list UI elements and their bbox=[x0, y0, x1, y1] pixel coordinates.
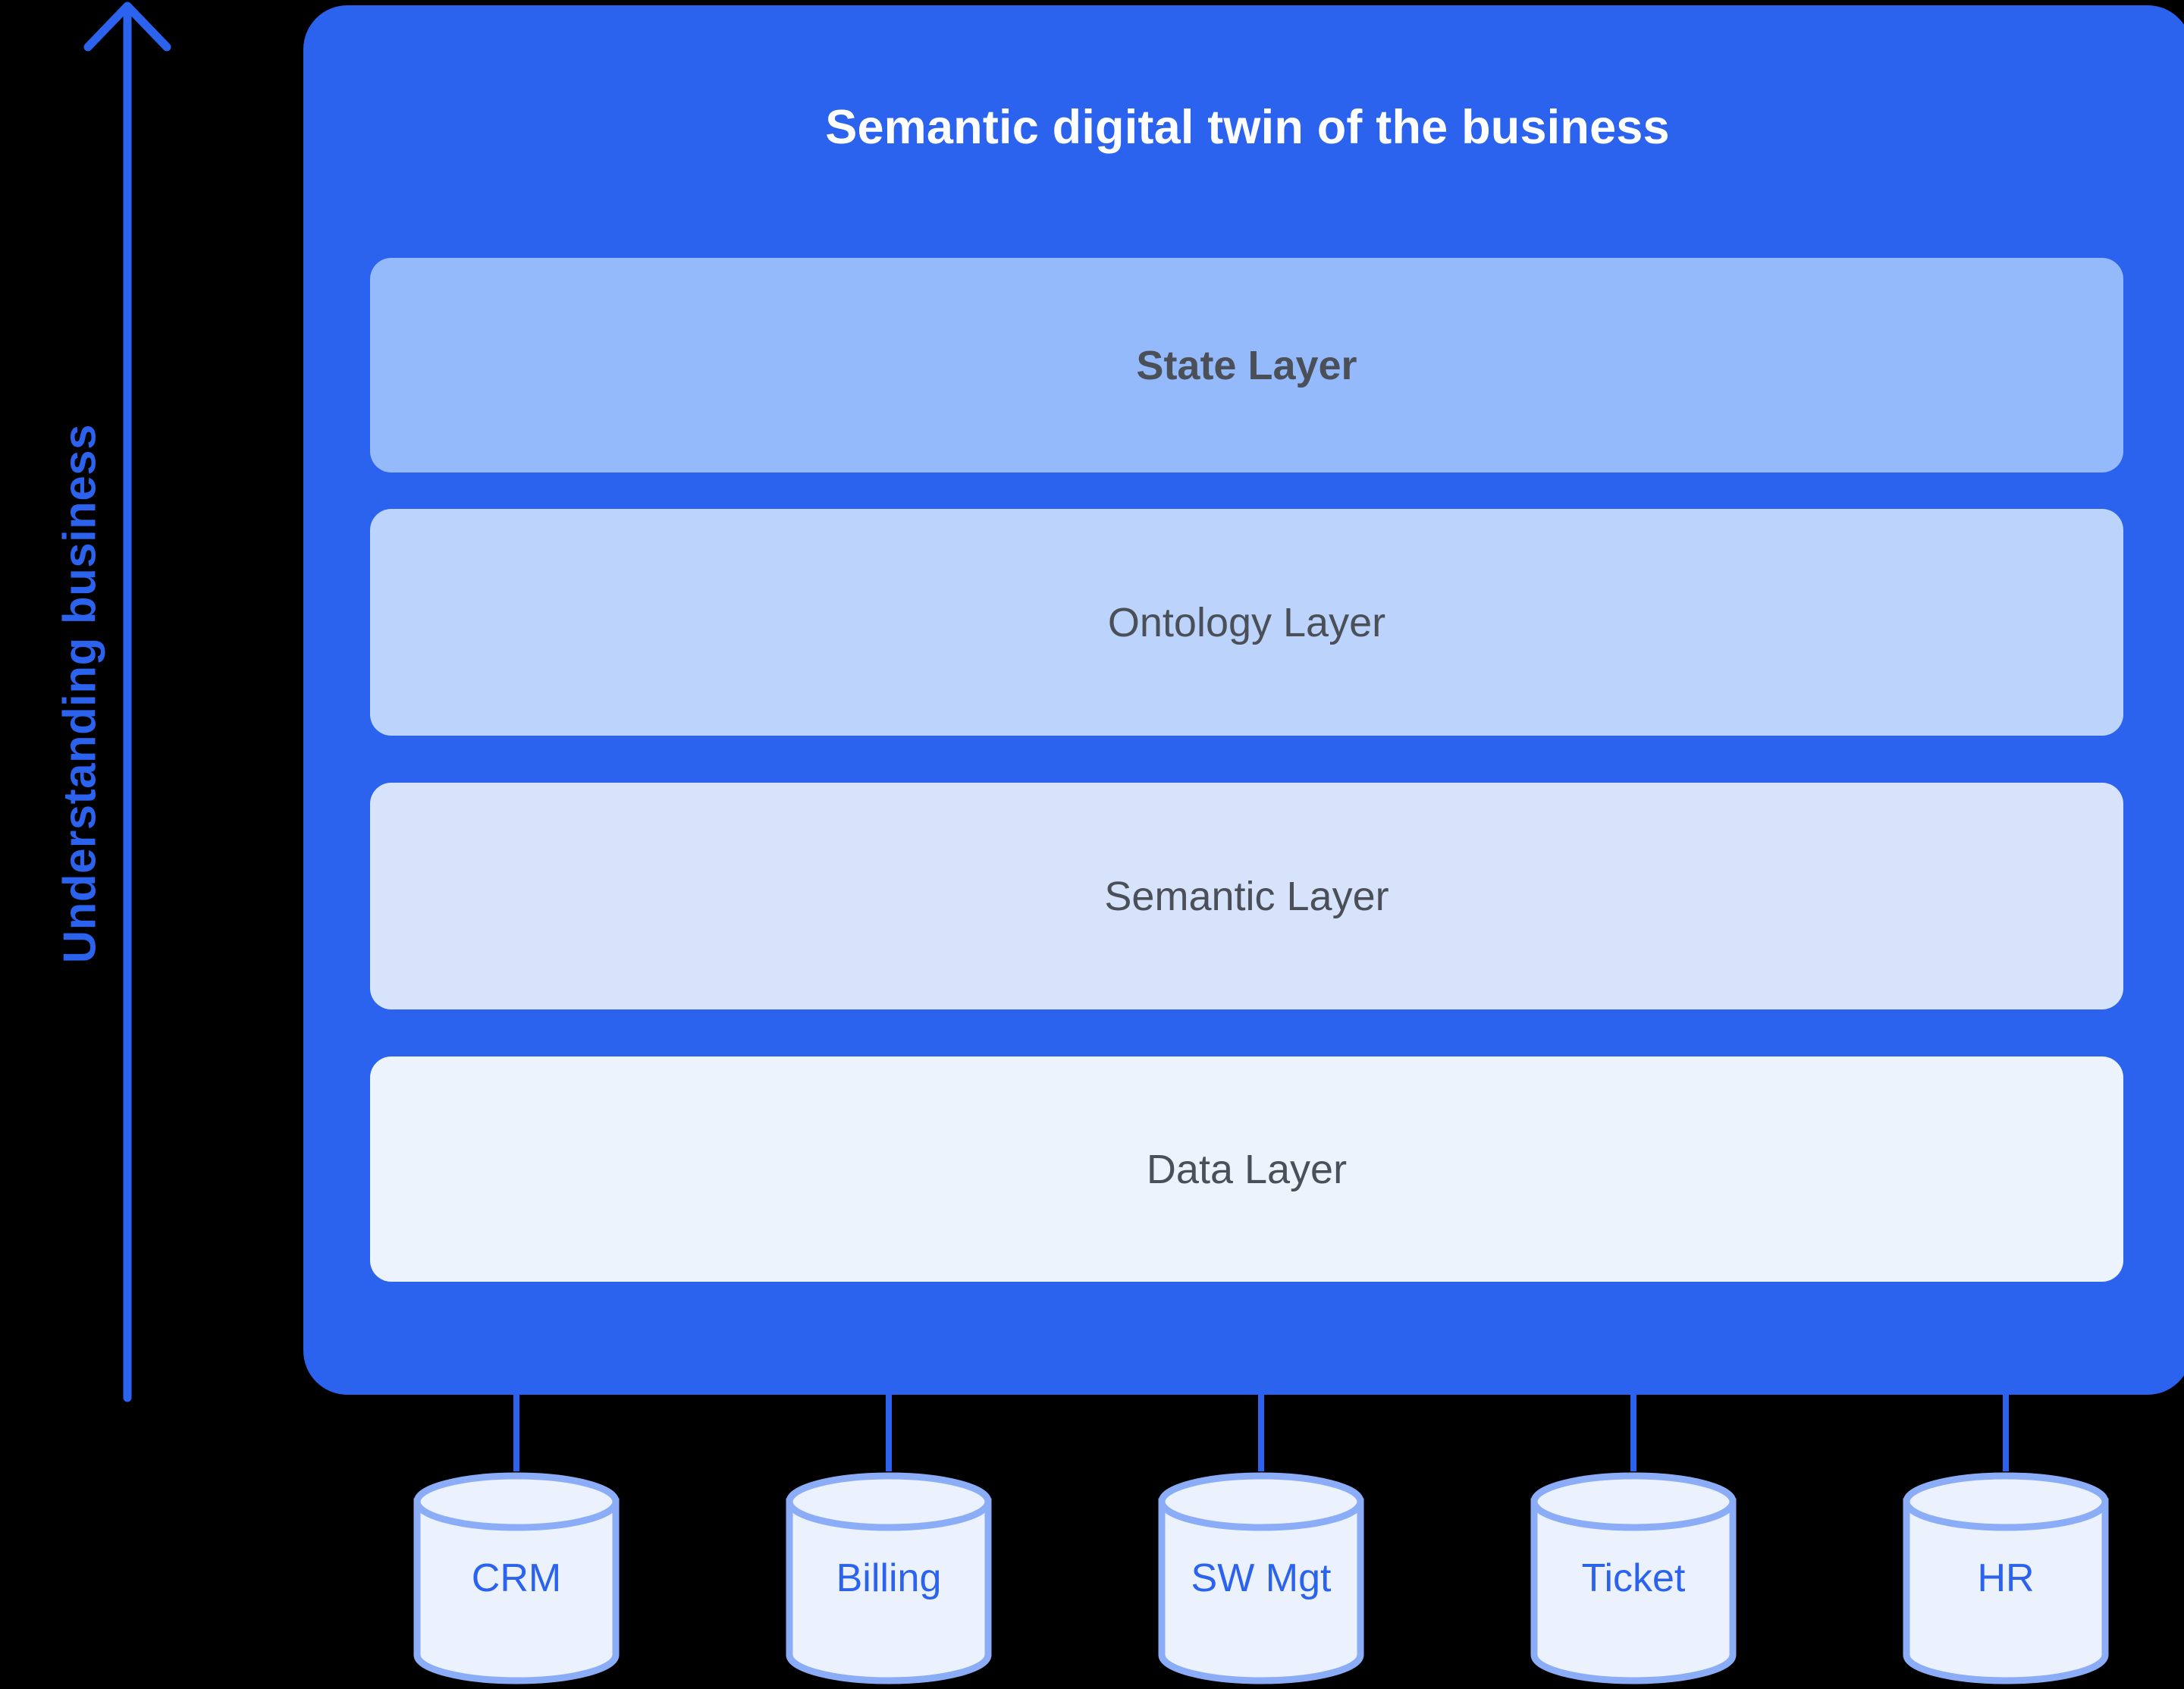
database-icon bbox=[1530, 1472, 1737, 1684]
layer-box-semantic[interactable]: Semantic Layer bbox=[370, 783, 2123, 1009]
database-source-billing[interactable]: Billing bbox=[785, 1471, 993, 1685]
layer-label: State Layer bbox=[1136, 342, 1357, 388]
axis-label: Understanding business bbox=[54, 423, 105, 964]
database-source-ticket[interactable]: Ticket bbox=[1530, 1471, 1737, 1685]
connector-line bbox=[2003, 1392, 2009, 1471]
database-icon bbox=[1158, 1472, 1364, 1684]
database-icon bbox=[786, 1472, 992, 1684]
layer-label: Ontology Layer bbox=[1107, 599, 1386, 645]
layer-label: Data Layer bbox=[1146, 1146, 1348, 1192]
connector-line bbox=[513, 1392, 519, 1471]
database-source-sw-mgt[interactable]: SW Mgt bbox=[1157, 1471, 1365, 1685]
layer-label: Semantic Layer bbox=[1104, 873, 1389, 919]
layer-box-data[interactable]: Data Layer bbox=[370, 1056, 2123, 1282]
connector-line bbox=[1630, 1392, 1636, 1471]
database-source-hr[interactable]: HR bbox=[1902, 1471, 2110, 1685]
page-title: Semantic digital twin of the business bbox=[825, 101, 1670, 154]
semantic-digital-twin-panel: Semantic digital twin of the business St… bbox=[303, 5, 2184, 1395]
connector-line bbox=[1258, 1392, 1264, 1471]
database-icon bbox=[413, 1472, 620, 1684]
up-arrow-icon bbox=[83, 2, 171, 1402]
layer-box-state[interactable]: State Layer bbox=[370, 258, 2123, 472]
database-icon bbox=[1903, 1472, 2109, 1684]
layer-box-ontology[interactable]: Ontology Layer bbox=[370, 509, 2123, 736]
database-source-crm[interactable]: CRM bbox=[413, 1471, 620, 1685]
connector-line bbox=[886, 1392, 892, 1471]
